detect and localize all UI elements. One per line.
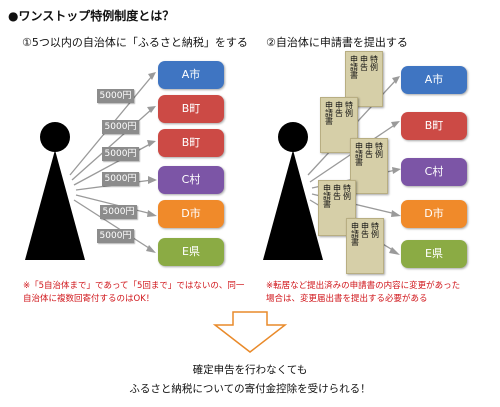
city-box-b: B町 — [158, 129, 224, 157]
city-box-b: B町 — [158, 95, 224, 123]
city-box-e: E県 — [158, 238, 224, 266]
left-arrowheads — [146, 72, 157, 253]
city-box-d: D市 — [401, 200, 467, 228]
amount-tag: 5000円 — [97, 229, 134, 243]
city-box-d: D市 — [158, 200, 224, 228]
city-box-c: C村 — [401, 158, 467, 186]
city-box-b: B町 — [401, 112, 467, 140]
amount-tag: 5000円 — [102, 120, 139, 134]
city-box-a: A市 — [401, 66, 467, 94]
amount-tag: 5000円 — [102, 147, 139, 161]
city-box-e: E県 — [401, 240, 467, 268]
amount-tag: 5000円 — [102, 172, 139, 186]
right-person-icon — [263, 122, 323, 260]
conclusion-line-2: ふるさと納税についての寄付金控除を受けられる！ — [129, 383, 371, 395]
application-document: 特例申告申請書 — [320, 97, 358, 153]
left-subtitle: ①5つ以内の自治体に「ふるさと納税」をする — [22, 36, 248, 49]
application-document: 特例申告申請書 — [346, 218, 384, 274]
city-box-c: C村 — [158, 166, 224, 194]
right-note: ※転居など提出済みの申請書の内容に変更があった 場合は、変更届出書を提出する必要… — [266, 281, 461, 304]
application-document: 特例申告申請書 — [350, 138, 388, 194]
page-title: ●ワンストップ特例制度とは？ — [8, 9, 175, 23]
down-arrow-icon — [212, 311, 288, 353]
amount-tag: 5000円 — [97, 89, 134, 103]
left-note: ※「5自治体まで」であって「5回まで」ではないの、同一 自治体に複数回寄付するの… — [23, 281, 245, 304]
left-person-icon — [25, 122, 85, 260]
right-arrowheads — [389, 76, 401, 255]
right-subtitle: ②自治体に申請書を提出する — [266, 36, 408, 49]
amount-tag: 5000円 — [100, 205, 137, 219]
application-document: 特例申告申請書 — [318, 180, 356, 236]
conclusion-line-1: 確定申告を行わなくても — [192, 364, 308, 376]
city-box-a: A市 — [158, 61, 224, 89]
